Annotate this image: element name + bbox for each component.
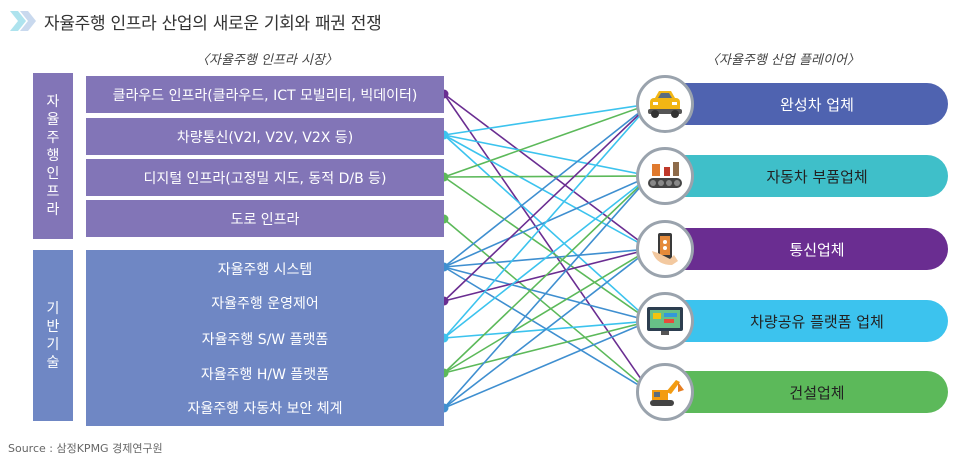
right-column-title: 〈자율주행 산업 플레이어〉 [706,53,860,68]
group-label-char: 인 [46,166,60,182]
connection-line [443,103,651,178]
left-item-hw-platform: 자율주행 H/W 플랫폼 [86,355,444,392]
player-car-sharing: 차량공유 플랫폼 업체 [664,300,948,342]
left-item-security: 자율주행 자동차 보안 체계 [86,389,444,426]
group-label-char: 프 [46,184,60,200]
group-label-char: 율 [46,112,60,128]
connection-line [443,134,651,250]
double-chevron-icon [10,11,36,31]
car-icon [636,75,694,133]
platform-screen-icon [636,292,694,350]
group-label-char: 기 [46,300,60,317]
player-automaker: 완성차 업체 [664,83,948,125]
smartphone-hand-icon [636,220,694,278]
excavator-icon [636,363,694,421]
player-telecom: 통신업체 [664,228,948,270]
connection-line [443,248,651,374]
group-label-char: 행 [46,148,60,164]
group-label-char: 술 [46,354,60,371]
source-note: Source : 삼정KPMG 경제연구원 [8,442,163,455]
connection-line [443,176,651,322]
connection-line [443,175,651,374]
group-label-char: 반 [46,318,60,335]
left-item-road-infra: 도로 인프라 [86,200,444,237]
left-item-av-operation: 자율주행 운영제어 [86,284,444,321]
connection-line [443,248,651,409]
left-item-sw-platform: 자율주행 S/W 플랫폼 [86,320,444,357]
connection-line [443,134,651,322]
connection-line [443,103,651,339]
connection-line [443,134,651,177]
connection-line [443,218,651,393]
group-label-char: 자 [46,94,60,110]
group-label-char: 기 [46,336,60,353]
group-label-char: 라 [46,202,60,218]
group-label-char: 주 [46,130,60,146]
connection-line [443,93,651,250]
player-construction: 건설업체 [664,371,948,413]
connection-line [443,103,651,268]
connection-line [443,320,651,409]
connection-line [443,175,651,339]
connection-line [443,266,651,322]
left-item-av-system: 자율주행 시스템 [86,250,444,287]
left-item-vehicle-comm: 차량통신(V2I, V2V, V2X 등) [86,118,444,155]
left-column-title: 〈자율주행 인프라 시장〉 [196,53,338,68]
connection-line [443,175,651,178]
page-title: 자율주행 인프라 산업의 새로운 기회와 패권 전쟁 [44,13,382,34]
connection-line [443,103,651,302]
header: 자율주행 인프라 산업의 새로운 기회와 패권 전쟁 [8,6,382,36]
auto-parts-icon [636,147,694,205]
connection-line [443,103,651,136]
player-auto-parts: 자동차 부품업체 [664,155,948,197]
connection-line [443,320,651,374]
connection-line [443,175,651,409]
left-item-cloud-infra: 클라우드 인프라(클라우드, ICT 모빌리티, 빅데이터) [86,76,444,113]
connection-line [443,93,651,393]
left-item-digital-infra: 디지털 인프라(고정밀 지도, 동적 D/B 등) [86,159,444,196]
